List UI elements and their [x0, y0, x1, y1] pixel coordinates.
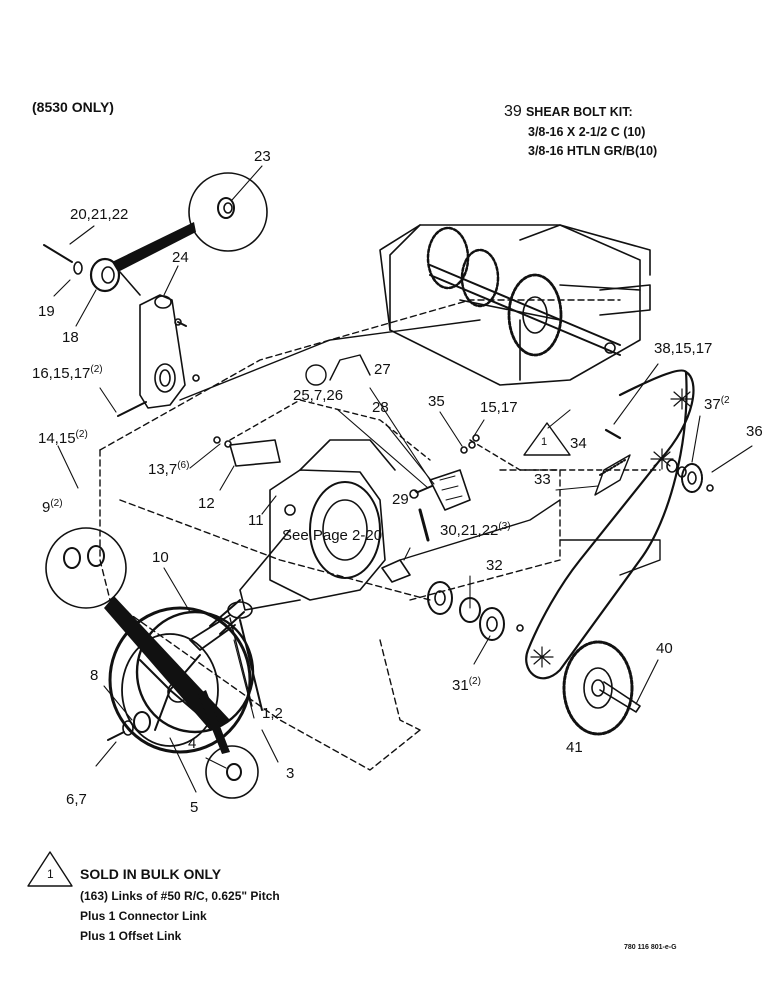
callout-4: 4 — [188, 735, 197, 752]
callout-5: 5 — [190, 799, 199, 816]
chain-break-marks — [530, 388, 694, 668]
callout-14-15-qty: (2) — [75, 429, 88, 440]
callout-37: 37(2 — [704, 395, 730, 413]
idler-sprocket — [604, 428, 714, 493]
callout-9: 9(2) — [42, 498, 63, 516]
hardware-5-8 — [107, 711, 151, 741]
flywheel — [108, 599, 263, 754]
callout-28: 28 — [372, 399, 389, 416]
callout-13-7-qty: (6) — [177, 460, 190, 471]
callout-8: 8 — [90, 667, 99, 684]
callout-41: 41 — [566, 739, 583, 756]
note-line-3: Plus 1 Offset Link — [80, 929, 182, 943]
callout-35: 35 — [428, 393, 445, 410]
callout-9-qty: (2) — [50, 498, 63, 509]
callout-36: 36 — [746, 423, 763, 440]
kit-line-1: 3/8-16 X 2-1/2 C (10) — [528, 125, 646, 139]
note-triangle-footer — [27, 851, 73, 887]
note-marker-diagram: 1 — [541, 436, 548, 448]
callout-37-label: 37 — [704, 396, 721, 413]
callout-23: 23 — [254, 148, 271, 165]
callout-31-label: 31 — [452, 677, 469, 694]
callout-14-15-label: 14,15 — [38, 430, 76, 447]
arm-assembly — [43, 244, 200, 417]
callout-10: 10 — [152, 549, 169, 566]
detail-circle-23 — [112, 172, 268, 272]
model-note: (8530 ONLY) — [32, 99, 114, 115]
hub-assembly — [381, 559, 524, 641]
leader-lines — [53, 165, 753, 793]
kit-number: 39 — [504, 103, 522, 120]
callout-31: 31(2) — [452, 676, 481, 694]
callout-30-21-22-qty: (3) — [498, 521, 511, 532]
callout-30-21-22-label: 30,21,22 — [440, 522, 499, 539]
callout-16-15-17-label: 16,15,17 — [32, 365, 91, 382]
upper-drive-assembly — [379, 224, 651, 386]
detail-circle-4 — [198, 690, 259, 799]
shear-bolt-kit-title: 39 SHEAR BOLT KIT: — [504, 104, 633, 120]
shear-bolt-parts — [409, 434, 480, 542]
drive-chain — [525, 369, 695, 680]
callout-1-2: 1,2 — [262, 705, 283, 722]
callout-13-7: 13,7(6) — [148, 460, 190, 478]
callout-38-15-17: 38,15,17 — [654, 340, 713, 357]
callout-31-qty: (2) — [468, 676, 481, 687]
callout-33: 33 — [534, 471, 551, 488]
callout-20-21-22: 20,21,22 — [70, 206, 129, 223]
callout-12: 12 — [198, 495, 215, 512]
callout-13-7-label: 13,7 — [148, 461, 178, 478]
detail-circle-9 — [45, 527, 230, 730]
note-line-2: Plus 1 Connector Link — [80, 909, 207, 923]
callout-37-qty: (2 — [720, 395, 730, 406]
drawing-code: 780 116 801-e-G — [624, 944, 677, 951]
callout-34: 34 — [570, 435, 587, 452]
large-sprocket — [562, 640, 641, 736]
callout-27: 27 — [374, 361, 391, 378]
note-line-1: (163) Links of #50 R/C, 0.625" Pitch — [80, 889, 280, 903]
callout-16-15-17-qty: (2) — [90, 364, 103, 375]
kit-title: SHEAR BOLT KIT: — [525, 105, 633, 119]
note-title: SOLD IN BULK ONLY — [80, 866, 222, 882]
callout-18: 18 — [62, 329, 79, 346]
callout-32: 32 — [486, 557, 503, 574]
callout-6-7: 6,7 — [66, 791, 87, 808]
callout-24: 24 — [172, 249, 189, 266]
callout-30-21-22: 30,21,22(3) — [440, 521, 511, 539]
callout-11: 11 — [248, 512, 264, 529]
callout-9-label: 9 — [42, 499, 51, 516]
callout-19: 19 — [38, 303, 55, 320]
callout-25-7-26: 25,7,26 — [293, 387, 344, 404]
bracket-12 — [213, 436, 281, 467]
callout-40: 40 — [656, 640, 673, 657]
callout-3: 3 — [286, 765, 295, 782]
note-triangle-diagram — [523, 422, 571, 456]
callout-14-15: 14,15(2) — [38, 429, 88, 447]
callout-16-15-17: 16,15,17(2) — [32, 364, 103, 382]
kit-line-2: 3/8-16 HTLN GR/B(10) — [528, 144, 658, 158]
see-page-reference: See Page 2-20 — [282, 527, 383, 544]
callout-29: 29 — [392, 491, 409, 508]
callout-15-17: 15,17 — [480, 399, 518, 416]
note-marker-footer: 1 — [47, 867, 54, 881]
gearbox — [189, 439, 396, 651]
